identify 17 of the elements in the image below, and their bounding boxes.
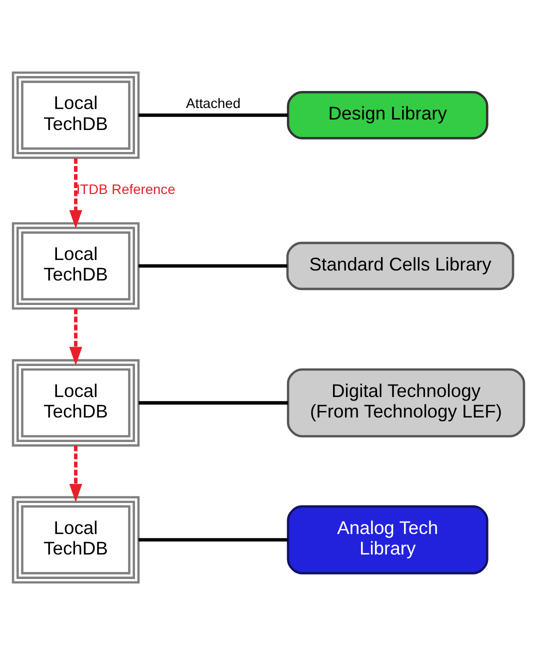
connector [138,264,288,268]
node-box: Design Library [286,91,488,140]
node-box: Local TechDB [12,71,140,159]
arrow [69,446,82,502]
arrow [69,158,82,229]
node-box: Local TechDB [12,222,140,310]
node-box: Analog Tech Library [286,505,488,574]
node-box: Local TechDB [12,359,140,447]
connector [138,401,288,405]
node-box: Local TechDB [12,496,140,584]
arrow [69,308,82,366]
edge-label: ITDB Reference [76,182,176,198]
connector [138,113,288,117]
node-box: Digital Technology (From Technology LEF) [286,368,526,438]
edge-label: Attached [186,96,240,111]
node-box: Standard Cells Library [286,242,514,290]
connector [138,538,288,542]
